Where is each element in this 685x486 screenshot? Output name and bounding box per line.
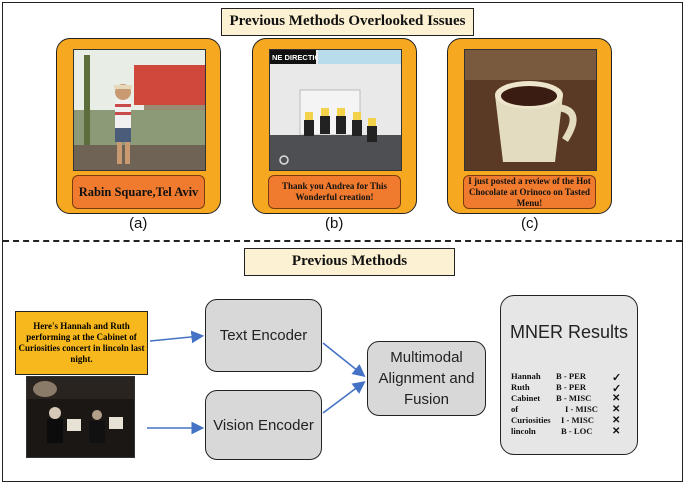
cross-icon: ✕	[612, 426, 621, 437]
token: of	[511, 404, 519, 414]
tag: B - MISC	[556, 393, 592, 403]
flow-arrows	[147, 330, 366, 435]
token: lincoln	[511, 426, 536, 436]
result-row: Curiosities I - MISC ✕	[511, 415, 635, 427]
result-row: lincoln B - LOC ✕	[511, 426, 635, 438]
example-card-a: Rabin Square,Tel Aviv	[56, 38, 221, 214]
tag: I - MISC	[565, 404, 598, 414]
tag: B - PER	[556, 371, 587, 381]
top-title: Previous Methods Overlooked Issues	[221, 8, 474, 36]
arrow-vision-to-fusion	[322, 381, 366, 414]
caption-c: I just posted a review of the Hot Chocol…	[463, 175, 596, 209]
token: Hannah	[511, 371, 541, 381]
example-card-c: I just posted a review of the Hot Chocol…	[447, 38, 612, 214]
token: Curiosities	[511, 415, 551, 425]
bottom-title: Previous Methods	[244, 248, 455, 276]
token: Cabinet	[511, 393, 541, 403]
check-icon: ✓	[612, 383, 622, 395]
lego-photo: NE DIRECTION	[269, 49, 402, 171]
result-row: Ruth B - PER ✓	[511, 382, 635, 395]
example-card-b: NE DIRECTION Thank you Andrea for This W…	[252, 38, 417, 214]
token: Ruth	[511, 382, 530, 392]
fusion-module: Multimodal Alignment and Fusion	[367, 341, 486, 416]
results-title: MNER Results	[509, 322, 629, 342]
input-text-box: Here's Hannah and Ruth performing at the…	[15, 311, 148, 375]
cross-icon: ✕	[612, 415, 621, 426]
caption-a: Rabin Square,Tel Aviv	[72, 175, 205, 209]
tag: B - LOC	[561, 426, 593, 436]
label-c: (c)	[521, 215, 539, 232]
arrow-text-to-fusion	[322, 342, 366, 377]
band-logo-text: NE DIRECTION	[272, 53, 326, 62]
tag: I - MISC	[561, 415, 594, 425]
results-panel: MNER Results Hannah B - PER ✓ Ruth B - P…	[500, 295, 638, 455]
section-divider	[3, 240, 682, 242]
vision-encoder: Vision Encoder	[205, 390, 322, 460]
text-encoder: Text Encoder	[205, 299, 322, 372]
cross-icon: ✕	[612, 404, 621, 415]
hot-chocolate-photo	[464, 49, 597, 171]
result-row: of I - MISC ✕	[511, 404, 635, 416]
result-row: Cabinet B - MISC ✕	[511, 393, 635, 405]
label-a: (a)	[129, 215, 148, 232]
arrow-text-to-encoder	[149, 330, 205, 344]
label-b: (b)	[325, 215, 344, 232]
caption-b: Thank you Andrea for This Wonderful crea…	[268, 175, 401, 209]
result-row: Hannah B - PER ✓	[511, 371, 635, 384]
tag: B - PER	[556, 382, 587, 392]
street-photo	[73, 49, 206, 171]
concert-photo	[26, 376, 135, 458]
cross-icon: ✕	[612, 393, 621, 404]
check-icon: ✓	[612, 372, 622, 384]
